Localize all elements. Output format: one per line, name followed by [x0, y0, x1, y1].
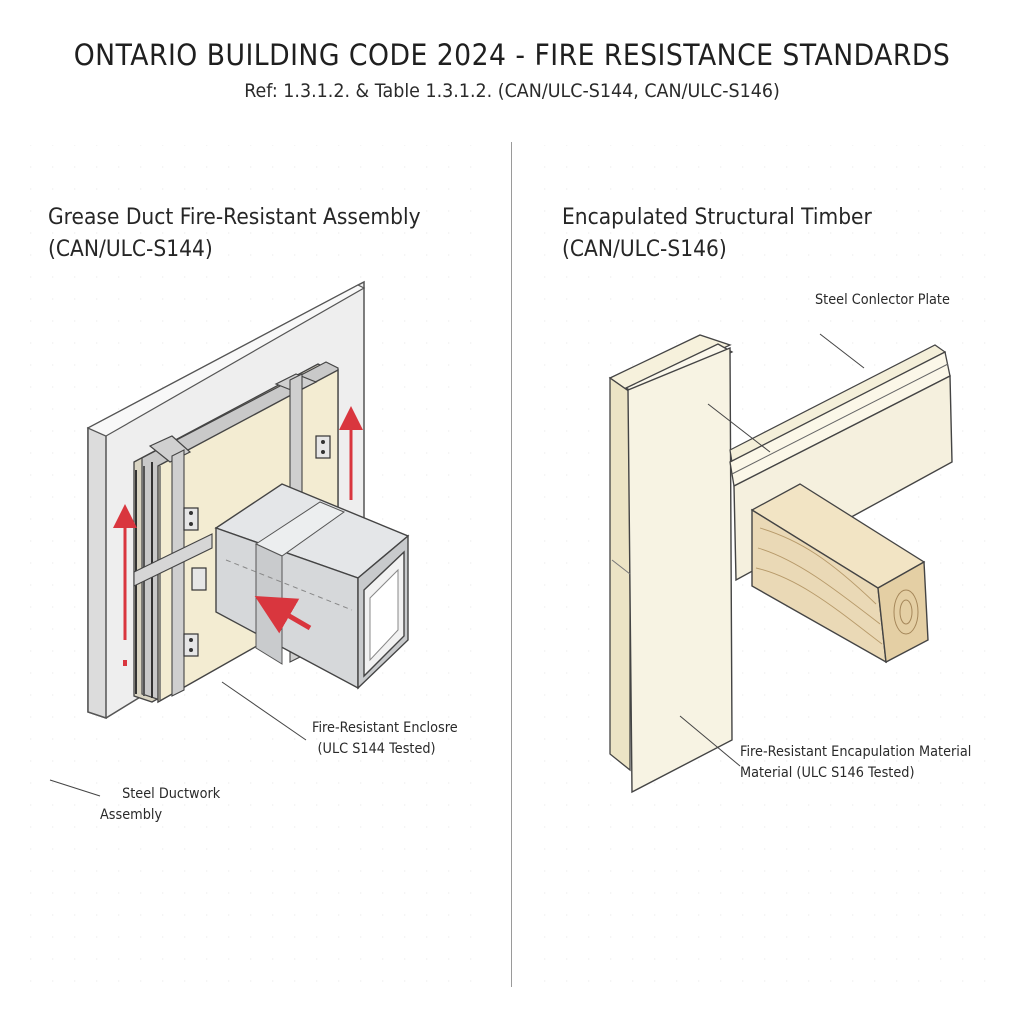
- steel-duct: [214, 483, 410, 690]
- ductwork-callout-line2: Assembly: [100, 807, 163, 823]
- enclosure-callout-line1: Fire-Resistant Enclosre: [312, 720, 458, 736]
- encapsulation-material-callout-line1: Fire-Resistant Encapulation Material: [740, 744, 972, 760]
- material-leader-line: [679, 715, 741, 767]
- column-leader-line: [707, 403, 771, 453]
- timber-beam: [750, 483, 929, 664]
- timber-heading-line1: Encapulated Structural Timber: [562, 205, 872, 230]
- ductwork-callout: Steel Ductwork Assembly: [100, 784, 220, 826]
- enclosure-callout: Fire-Resistant Enclosre (ULC S144 Tested…: [312, 718, 458, 760]
- encapsulation-material-callout-line2: Material (ULC S146 Tested): [740, 765, 915, 781]
- page-subtitle: Ref: 1.3.1.2. & Table 1.3.1.2. (CAN/ULC-…: [244, 80, 780, 102]
- enclosure-leader-line: [221, 681, 307, 741]
- grease-duct-heading-line2: (CAN/ULC-S144): [48, 237, 213, 262]
- encapsulation-material-callout: Fire-Resistant Encapulation Material Mat…: [740, 742, 971, 784]
- enclosure-callout-line2: (ULC S144 Tested): [317, 741, 436, 757]
- grease-duct-heading: Grease Duct Fire-Resistant Assembly (CAN…: [48, 202, 421, 266]
- grease-duct-heading-line1: Grease Duct Fire-Resistant Assembly: [48, 205, 421, 230]
- ductwork-callout-line1: Steel Ductwork: [122, 786, 221, 802]
- timber-heading-line2: (CAN/ULC-S146): [562, 237, 727, 262]
- page-title: ONTARIO BUILDING CODE 2024 - FIRE RESIST…: [73, 38, 951, 72]
- timber-heading: Encapulated Structural Timber (CAN/ULC-S…: [562, 202, 872, 266]
- connector-plate-callout-line: Steel Conlector Plate: [815, 292, 950, 308]
- airflow-arrows: [113, 406, 363, 666]
- plate-leader-line: [819, 333, 865, 369]
- panel-divider: [511, 142, 512, 987]
- encapsulated-column: [608, 334, 734, 794]
- duct-leader-line: [49, 779, 101, 797]
- connector-plate-callout: Steel Conlector Plate: [815, 290, 950, 311]
